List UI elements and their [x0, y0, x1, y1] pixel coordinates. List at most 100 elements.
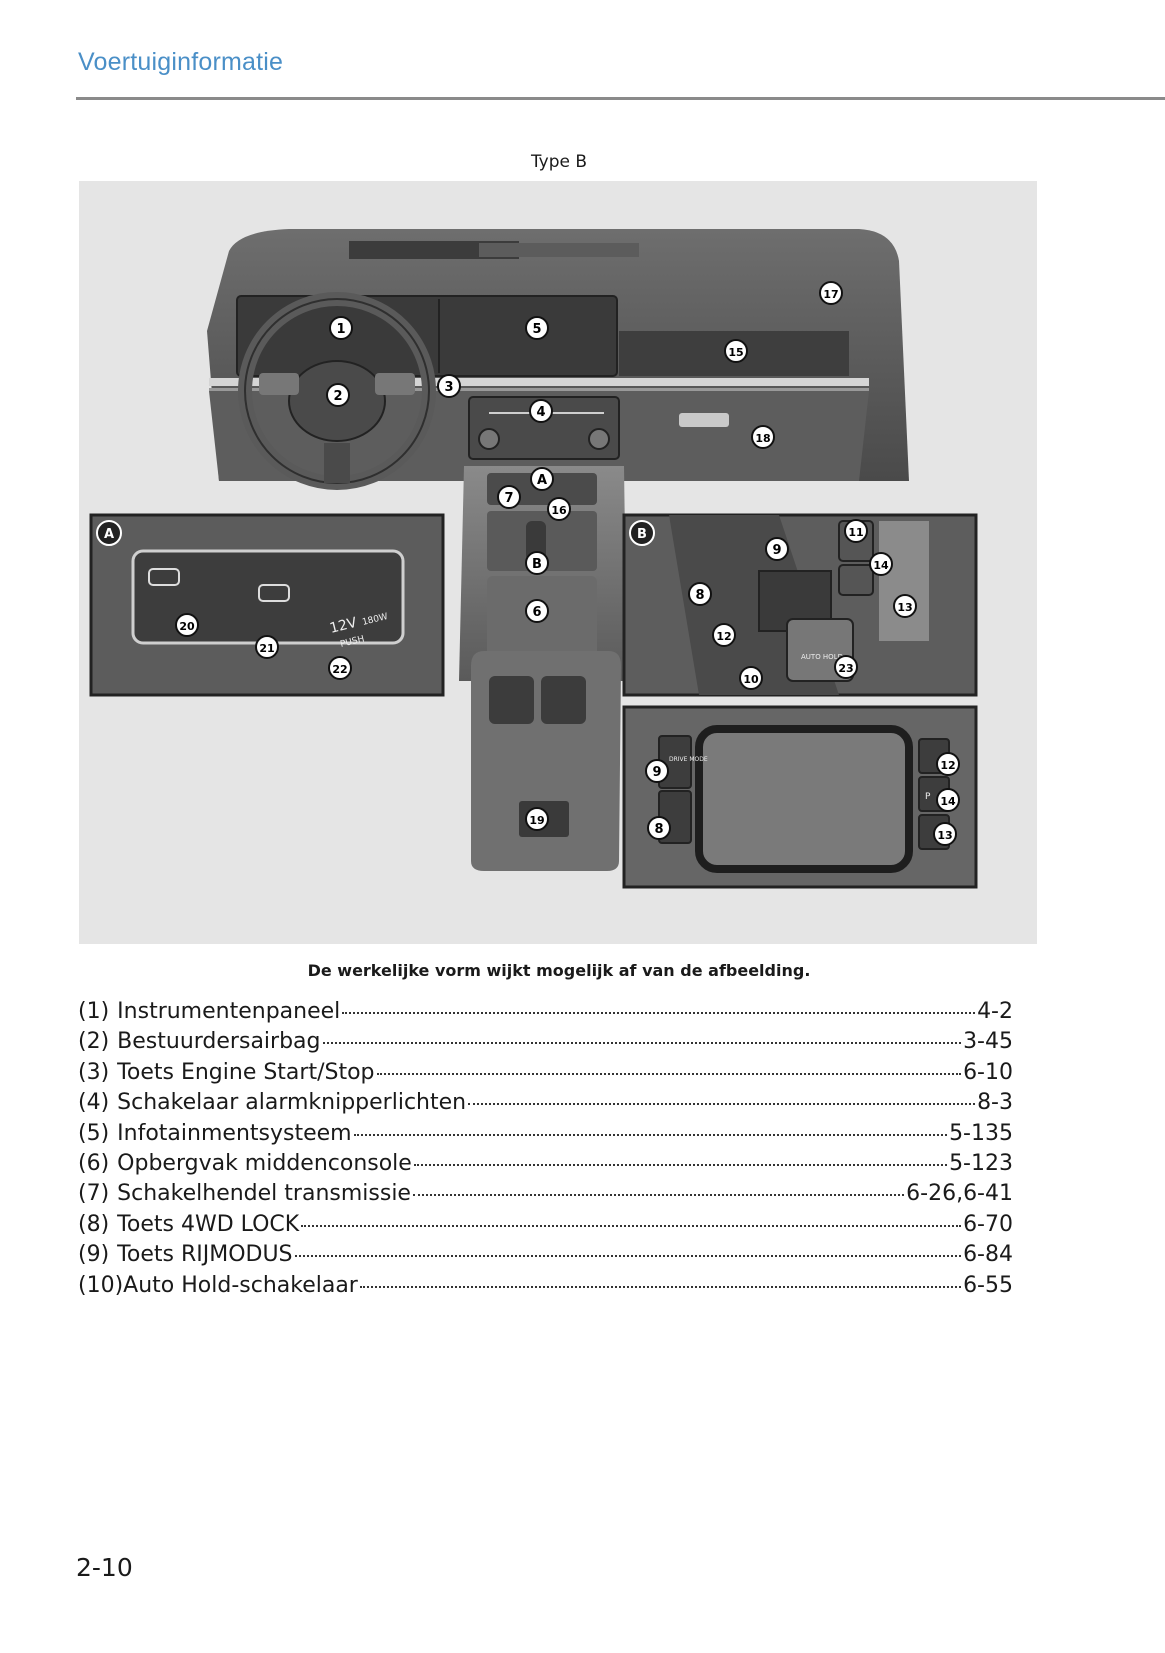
reference-page: 6-10	[963, 1059, 1013, 1085]
header-rule	[76, 97, 1165, 100]
reference-number: (6)	[78, 1150, 110, 1176]
svg-text:1: 1	[336, 322, 345, 337]
reference-row: (2) Bestuurdersairbag 3-45	[78, 1028, 1013, 1058]
callout-a-inset: A	[96, 520, 122, 546]
svg-text:14: 14	[940, 795, 956, 808]
dot-leader	[413, 1146, 948, 1166]
callout-13: 13	[893, 594, 917, 618]
svg-text:7: 7	[504, 491, 513, 506]
reference-page: 6-70	[963, 1211, 1013, 1237]
dot-leader	[376, 1055, 962, 1075]
svg-text:9: 9	[772, 543, 781, 558]
reference-number: (2)	[78, 1029, 110, 1055]
callout-11: 11	[844, 519, 868, 543]
reference-number: (4)	[78, 1090, 110, 1116]
callout-b-main: B	[525, 551, 549, 575]
dot-leader	[468, 1085, 976, 1106]
svg-text:A: A	[537, 473, 547, 488]
callout-a-main: A	[530, 467, 554, 491]
reference-row: (8) Toets 4WD LOCK 6-70	[78, 1211, 1013, 1241]
inset-a-12v-label: 12V	[328, 615, 359, 637]
reference-page: 6-55	[963, 1272, 1013, 1298]
rear-vent-right	[541, 676, 586, 724]
reference-label: Bestuurdersairbag	[117, 1029, 321, 1055]
svg-text:8: 8	[695, 588, 704, 603]
svg-text:23: 23	[838, 662, 853, 675]
reference-label: Schakelaar alarmknipperlichten	[117, 1090, 467, 1116]
inset-b-auto-hold-label: AUTO HOLD	[801, 653, 843, 661]
callout-9-c: 9	[645, 759, 669, 783]
svg-text:B: B	[637, 527, 647, 542]
callout-9: 9	[765, 537, 789, 561]
reference-page: 6-84	[963, 1242, 1013, 1268]
reference-label: Toets RIJMODUS	[117, 1242, 293, 1268]
callout-22: 22	[328, 656, 352, 680]
callout-19: 19	[525, 807, 549, 831]
callout-3: 3	[437, 374, 461, 398]
callout-7: 7	[497, 485, 521, 509]
svg-text:13: 13	[937, 829, 952, 842]
callout-10: 10	[739, 666, 763, 690]
defroster-vent	[349, 241, 519, 259]
rear-vent-left	[489, 676, 534, 724]
reference-number: (8)	[78, 1211, 110, 1237]
svg-text:18: 18	[755, 432, 770, 445]
dot-leader	[322, 1024, 962, 1045]
callout-15: 15	[724, 339, 748, 363]
svg-text:13: 13	[897, 601, 912, 614]
svg-text:12: 12	[716, 630, 731, 643]
figure-type-label: Type B	[530, 152, 588, 172]
reference-number: (9)	[78, 1242, 110, 1268]
reference-label: Toets 4WD LOCK	[117, 1211, 300, 1237]
dot-leader	[342, 994, 976, 1014]
inset-b: AUTO HOLD	[622, 513, 978, 697]
reference-number: (1)	[78, 999, 110, 1024]
callout-1: 1	[329, 316, 353, 340]
figure-caption: De werkelijke vorm wijkt mogelijk af van…	[307, 961, 811, 980]
svg-text:11: 11	[848, 526, 863, 539]
glovebox-handle	[679, 413, 729, 427]
inset-c: DRIVE MODE P	[622, 705, 978, 889]
reference-page: 3-45	[963, 1029, 1013, 1055]
page-number: 2-10	[76, 1553, 133, 1582]
shift-lever	[526, 521, 546, 561]
callout-12: 12	[712, 623, 736, 647]
dot-leader	[353, 1116, 948, 1136]
dot-leader	[294, 1237, 962, 1258]
reference-label: Infotainmentsysteem	[117, 1120, 352, 1146]
callout-14: 14	[869, 552, 893, 576]
reference-row: (9) Toets RIJMODUS 6-84	[78, 1241, 1013, 1271]
reference-label: Instrumentenpaneel	[117, 999, 341, 1024]
svg-text:4: 4	[536, 405, 545, 420]
callout-16: 16	[547, 497, 571, 521]
callout-21: 21	[255, 635, 279, 659]
reference-page: 6-26,6-41	[906, 1181, 1013, 1207]
reference-label: Auto Hold-schakelaar	[123, 1272, 358, 1298]
reference-number: (10)	[78, 1272, 124, 1298]
svg-text:19: 19	[529, 814, 544, 827]
dot-leader	[359, 1268, 962, 1288]
callout-2: 2	[326, 383, 350, 407]
reference-label: Opbergvak middenconsole	[117, 1150, 412, 1176]
reference-number: (7)	[78, 1181, 110, 1207]
reference-row: (6) Opbergvak middenconsole 5-123	[78, 1150, 1013, 1180]
reference-page: 5-135	[949, 1120, 1013, 1146]
callout-4: 4	[529, 399, 553, 423]
reference-page: 5-123	[949, 1150, 1013, 1176]
callout-23: 23	[834, 655, 858, 679]
svg-text:10: 10	[743, 673, 759, 686]
svg-text:6: 6	[532, 605, 541, 620]
svg-text:2: 2	[333, 389, 342, 404]
callout-20: 20	[175, 613, 199, 637]
speaker-grille	[479, 243, 639, 257]
inset-c-drive-mode-label: DRIVE MODE	[669, 756, 708, 763]
inset-a: 12V 180W PUSH	[89, 513, 445, 697]
callout-12-c: 12	[936, 752, 960, 776]
svg-text:17: 17	[823, 288, 838, 301]
callout-b-inset: B	[629, 520, 655, 546]
